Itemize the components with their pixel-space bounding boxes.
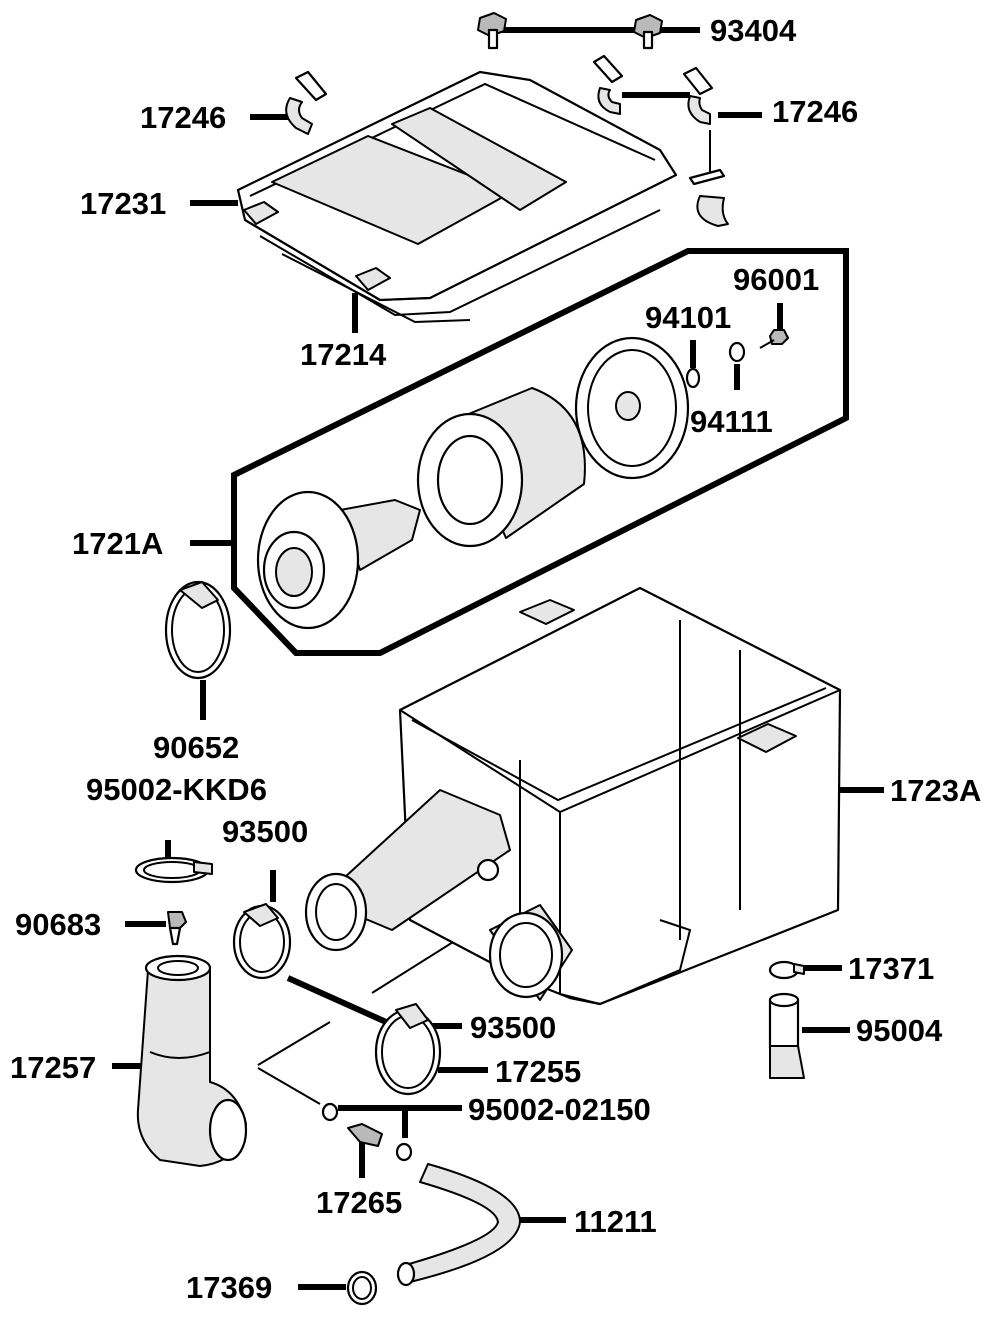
screw-96001 [759,329,789,349]
clips-95002-02150 [321,1102,413,1162]
label-17369: 17369 [186,1270,272,1305]
label-90652: 90652 [153,730,239,765]
label-1721A: 1721A [72,526,163,561]
clip-17246-right-upper [592,54,714,125]
bolt-93404-right [633,14,663,50]
clamp-95002-kkd6 [134,856,213,884]
bolt-93404-left [477,12,507,50]
air-cleaner-housing-1723A [398,586,842,1006]
intake-snout [304,789,511,952]
label-17246-right: 17246 [772,94,858,129]
cap-95004 [768,992,805,1079]
label-95002-02150: 95002-02150 [468,1092,651,1127]
label-17246-left: 17246 [140,100,226,135]
label-17214: 17214 [300,337,387,372]
label-17255: 17255 [495,1054,581,1089]
label-17371: 17371 [848,951,934,986]
washer-94101 [685,367,701,389]
washer-94111 [728,341,746,363]
clamp-93500-upper [232,903,292,980]
label-95004: 95004 [856,1013,943,1048]
hose-11211-end [396,1261,416,1287]
clip-17246-left [285,70,328,135]
hose-11211 [401,1163,521,1283]
air-cleaner-cover-17231 [236,70,678,317]
part-number-labels: 93404 17246 17246 17231 17214 96001 9410… [10,13,981,1305]
label-17231: 17231 [80,186,166,221]
label-11211: 11211 [574,1204,657,1239]
clamp-17369 [346,1270,378,1306]
clamp-93500-lower [374,1003,442,1096]
label-1723A: 1723A [890,773,981,808]
leader-93500-lower-a [286,975,397,1029]
clamp-90652 [164,580,232,680]
filter-frame-1721A [256,490,421,630]
label-93404: 93404 [710,13,797,48]
foam-filter-element [416,387,586,548]
clip-17246-right-lower [688,168,729,227]
label-17257: 17257 [10,1050,96,1085]
fitting-17265 [347,1123,383,1147]
leader-lines [112,27,884,1290]
label-17265: 17265 [316,1185,402,1220]
guide-line-lower-a [257,1021,331,1066]
label-90683: 90683 [15,907,101,942]
clip-90683 [167,911,187,946]
label-93500-upper: 93500 [222,814,308,849]
label-94111: 94111 [690,404,773,439]
label-94101: 94101 [645,300,731,335]
filter-assembly-frame [231,248,849,656]
label-95002-kkd6: 95002-KKD6 [86,772,267,807]
filter-end-cap [574,336,690,480]
clip-17371 [768,960,805,980]
label-96001: 96001 [733,262,819,297]
label-93500-lower: 93500 [470,1010,556,1045]
drain-tube-17257 [136,954,248,1167]
outlet-port [488,904,573,1001]
gasket-17214 [281,253,471,324]
guide-line-lower-b [257,1067,321,1105]
